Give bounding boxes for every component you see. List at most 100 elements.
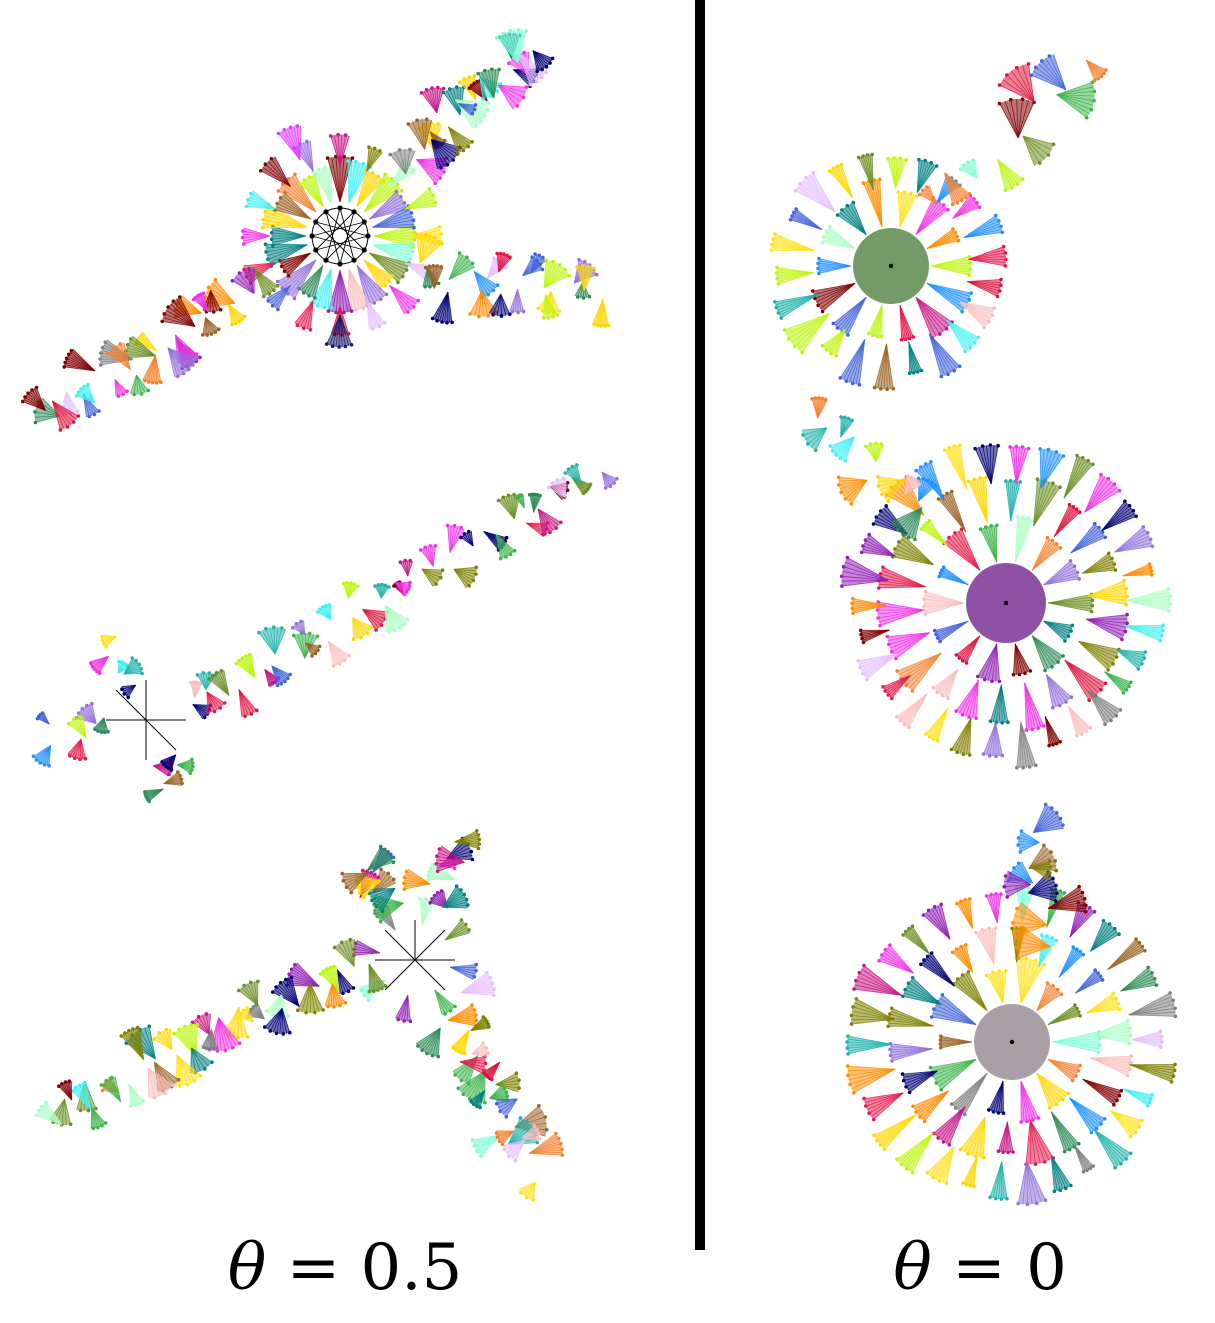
tree-edge	[459, 1056, 486, 1063]
leaf-node	[996, 1149, 1001, 1153]
tree-edge	[441, 292, 449, 323]
tree-edge	[205, 1013, 210, 1035]
leaf-node	[245, 1034, 250, 1039]
tree-edge	[865, 446, 877, 463]
tree-edge	[997, 159, 1019, 185]
tree-edge	[812, 172, 836, 212]
leaf-node	[401, 274, 405, 279]
tree-edge	[369, 252, 401, 280]
tree-edge	[1067, 705, 1083, 735]
tree-edge	[309, 982, 320, 1012]
tree-edge	[518, 53, 534, 84]
tree-edge	[993, 1080, 1004, 1112]
leaf-node	[925, 185, 929, 189]
tree-edge	[1020, 722, 1030, 768]
hub-node	[351, 209, 357, 215]
tree-edge	[1031, 74, 1066, 90]
tree-edge	[251, 654, 256, 678]
leaf-node	[130, 656, 134, 660]
tree-edge	[265, 163, 291, 187]
tree-edge	[147, 1067, 174, 1086]
leaf-node	[366, 998, 371, 1002]
leaf-node	[378, 920, 383, 924]
leaf-node	[462, 892, 467, 897]
leaf-node	[379, 623, 384, 627]
tree-edge	[786, 313, 830, 335]
tree-edge	[439, 291, 449, 322]
tree-edge	[406, 995, 409, 1022]
tree-edge	[442, 92, 461, 116]
leaf-node	[462, 77, 467, 81]
leaf-node	[923, 612, 928, 617]
tree-edge	[1029, 1119, 1032, 1165]
tree-edge	[91, 703, 97, 724]
tree-edge	[902, 1070, 938, 1075]
leaf-node	[1000, 753, 1005, 758]
tree-edge	[1022, 135, 1041, 164]
leaf-node	[189, 1023, 193, 1027]
tree-edge	[1020, 1080, 1034, 1121]
leaf-node	[606, 323, 611, 328]
tree-edge	[1070, 525, 1098, 554]
leaf-node	[551, 315, 555, 319]
tree-edge	[282, 980, 300, 1007]
leaf-node	[203, 1067, 207, 1071]
tree-edge	[928, 333, 952, 373]
tree-edge	[915, 202, 942, 235]
tree-edge	[866, 653, 898, 680]
leaf-node	[93, 727, 97, 732]
tree-edge	[1036, 985, 1054, 1011]
leaf-node	[66, 721, 71, 726]
tree-edge	[428, 88, 438, 113]
tree-edge	[537, 508, 547, 534]
tree-edge	[218, 1017, 240, 1044]
tree-edge	[317, 268, 332, 306]
tree-edge	[430, 139, 445, 167]
leaf-node	[436, 281, 441, 286]
leaf-node	[147, 1024, 152, 1029]
tree-edge	[952, 952, 973, 973]
tree-edge	[1040, 450, 1053, 489]
leaf-node	[263, 162, 268, 166]
tree-edge	[901, 693, 928, 723]
tree-edge	[434, 989, 443, 1016]
tree-edge	[271, 232, 307, 237]
leaf-node	[1158, 638, 1162, 643]
tree-edge	[1024, 682, 1030, 730]
tree-edge	[195, 1018, 210, 1035]
tree-edge	[419, 234, 427, 263]
tree-edge	[66, 391, 75, 414]
leaf-node	[237, 1041, 242, 1046]
leaf-node	[268, 1029, 273, 1033]
leaf-node	[349, 581, 353, 585]
tree-edge	[1043, 620, 1069, 637]
tree-edge	[1086, 618, 1127, 628]
leaf-node	[454, 85, 459, 89]
leaf-node	[100, 638, 105, 643]
tree-edge	[330, 268, 333, 309]
tree-edge	[890, 1048, 933, 1050]
leaf-node	[850, 601, 854, 606]
tree-edge	[498, 84, 527, 88]
leaf-node	[840, 584, 844, 588]
leaf-node	[494, 1131, 499, 1135]
tree-edge	[818, 265, 852, 274]
tree-edge	[210, 290, 221, 310]
leaf-node	[1099, 688, 1103, 692]
tree-edge	[1020, 959, 1032, 1004]
tree-edge	[1033, 479, 1038, 526]
tree-edge	[1056, 91, 1095, 96]
tree-edge	[419, 898, 423, 925]
leaf-node	[997, 219, 1001, 223]
tree-edge	[352, 617, 373, 628]
leaf-node	[474, 962, 479, 967]
tree-edge	[971, 1117, 986, 1156]
tree-edge	[967, 281, 1000, 292]
tree-edge	[1087, 595, 1127, 605]
leaf-node	[160, 319, 164, 324]
tree-edge	[928, 333, 946, 376]
tree-edge	[891, 632, 930, 653]
leaf-node	[435, 869, 440, 873]
tree-edge	[335, 966, 339, 991]
tree-edge	[1010, 99, 1019, 138]
